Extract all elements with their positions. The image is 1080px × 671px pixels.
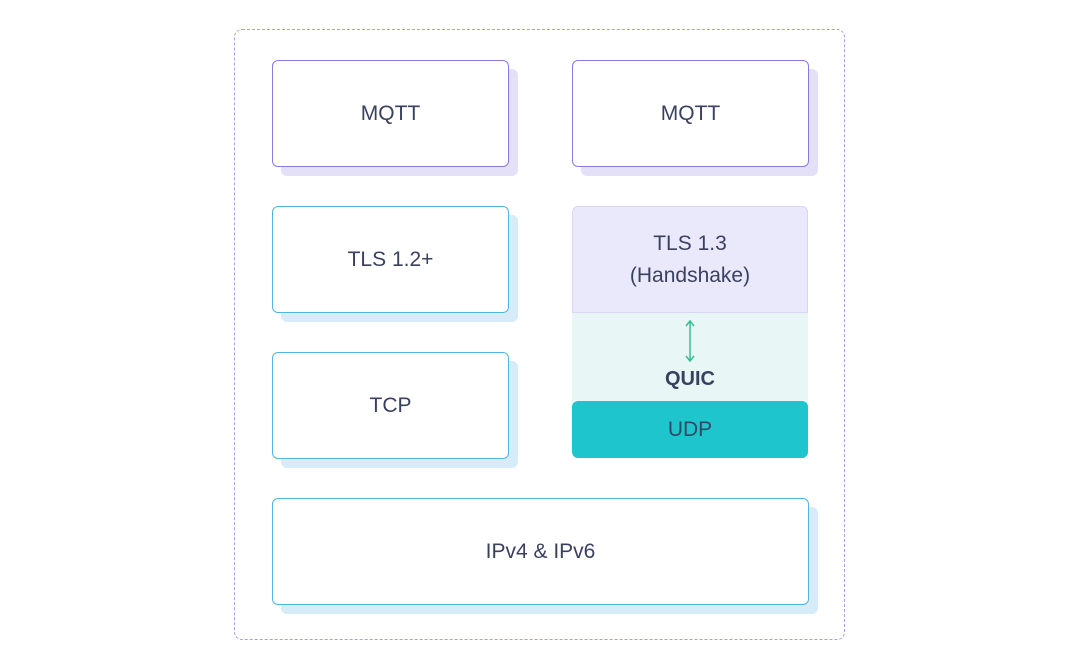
left-mqtt-label: MQTT [360, 101, 421, 125]
diagram-frame [234, 29, 845, 640]
tcp-box: TCP [272, 352, 509, 459]
tls13-label: TLS 1.3 [653, 231, 727, 255]
right-mqtt-box: MQTT [572, 60, 809, 167]
tls13-handshake-label: (Handshake) [629, 263, 751, 287]
bidirectional-vertical-arrow-icon [685, 319, 695, 363]
ip-label: IPv4 & IPv6 [485, 539, 596, 563]
ip-box: IPv4 & IPv6 [272, 498, 809, 605]
right-mqtt-label: MQTT [660, 101, 721, 125]
quic-label: QUIC [665, 368, 715, 390]
left-mqtt-box: MQTT [272, 60, 509, 167]
tcp-label: TCP [369, 393, 412, 417]
udp-label: UDP [667, 417, 713, 441]
left-tls-box: TLS 1.2+ [272, 206, 509, 313]
tls13-box: TLS 1.3 (Handshake) [572, 206, 808, 313]
udp-box: UDP [572, 401, 808, 458]
left-tls-label: TLS 1.2+ [347, 247, 434, 271]
